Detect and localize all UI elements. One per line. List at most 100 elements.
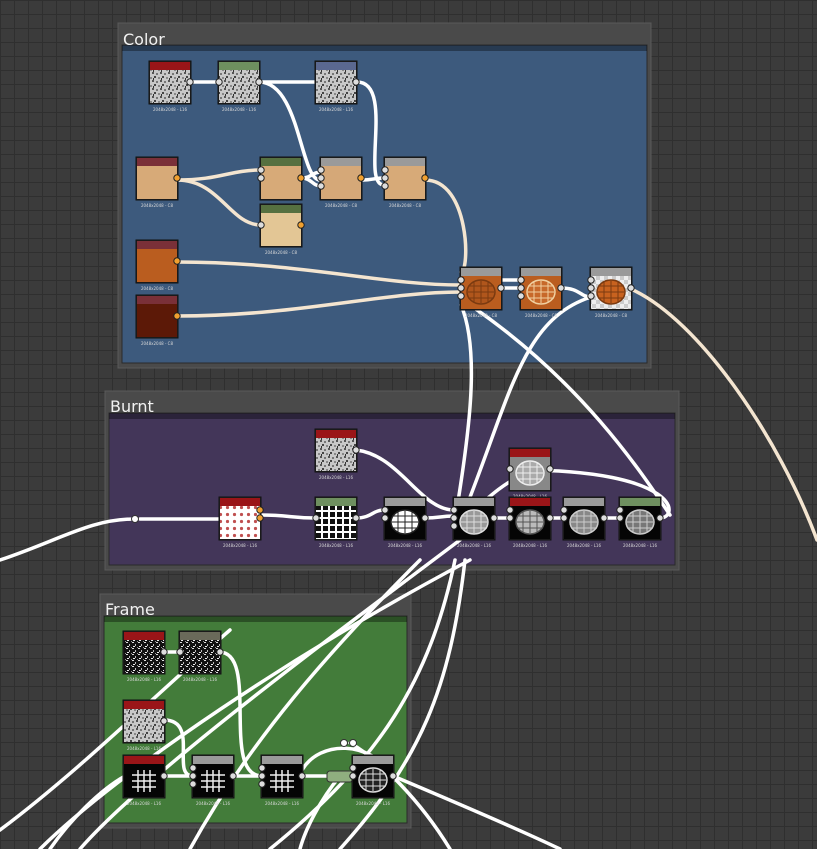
output-port[interactable] <box>421 174 429 182</box>
input-port[interactable] <box>258 772 266 780</box>
output-port[interactable] <box>160 772 168 780</box>
input-port[interactable] <box>457 284 465 292</box>
output-port[interactable] <box>256 514 264 522</box>
node-frame-noise-1[interactable]: 2048x2048 - L16 <box>122 630 168 682</box>
output-port[interactable] <box>297 221 305 229</box>
output-port[interactable] <box>497 284 505 292</box>
output-port[interactable] <box>352 78 360 86</box>
connection-wire[interactable] <box>268 558 457 849</box>
connection-wire[interactable] <box>459 295 593 522</box>
reroute-dot[interactable] <box>340 739 348 747</box>
connection-wire[interactable] <box>298 774 342 849</box>
input-port[interactable] <box>506 514 514 522</box>
input-port[interactable] <box>506 465 514 473</box>
input-port[interactable] <box>381 174 389 182</box>
output-port[interactable] <box>546 514 554 522</box>
input-port[interactable] <box>457 276 465 284</box>
input-port[interactable] <box>587 276 595 284</box>
node-burnt-mask-4[interactable]: 2048x2048 - L16 <box>506 496 554 548</box>
output-port[interactable] <box>421 514 429 522</box>
node-swatch-tan[interactable]: 2048x2048 - C8 <box>135 156 181 208</box>
output-port[interactable] <box>557 284 565 292</box>
node-frame-grid-3[interactable]: 2048x2048 - L16 <box>258 754 306 806</box>
output-port[interactable] <box>160 648 168 656</box>
input-port[interactable] <box>560 514 568 522</box>
input-port[interactable] <box>506 506 514 514</box>
node-blend-tan[interactable]: 2048x2048 - C8 <box>257 156 305 208</box>
connection-wire[interactable] <box>78 538 462 849</box>
connection-wire[interactable] <box>257 80 322 182</box>
frame-color[interactable] <box>117 22 652 369</box>
input-port[interactable] <box>189 772 197 780</box>
frame-title-frame[interactable]: Frame <box>105 600 155 619</box>
connection-wire[interactable] <box>348 741 452 849</box>
connection-wire[interactable] <box>518 468 671 520</box>
connection-wire[interactable] <box>162 718 195 778</box>
input-port[interactable] <box>189 764 197 772</box>
node-noise-3[interactable]: 2048x2048 - L16 <box>314 60 360 112</box>
output-port[interactable] <box>627 284 635 292</box>
input-port[interactable] <box>317 174 325 182</box>
output-port[interactable] <box>160 717 168 725</box>
input-port[interactable] <box>450 514 458 522</box>
input-port[interactable] <box>257 221 265 229</box>
input-port[interactable] <box>517 276 525 284</box>
connection-wire[interactable] <box>175 178 263 227</box>
frame-title-color[interactable]: Color <box>123 30 165 49</box>
passthrough-node[interactable] <box>326 770 354 783</box>
connection-wire[interactable] <box>0 517 137 562</box>
input-port[interactable] <box>381 506 389 514</box>
output-port[interactable] <box>389 772 397 780</box>
connection-wire[interactable] <box>48 774 127 849</box>
frame-title-burnt[interactable]: Burnt <box>110 397 154 416</box>
output-port[interactable] <box>255 78 263 86</box>
input-port[interactable] <box>450 506 458 514</box>
output-port[interactable] <box>600 514 608 522</box>
input-port[interactable] <box>258 764 266 772</box>
input-port[interactable] <box>189 780 197 788</box>
connection-wire[interactable] <box>355 80 386 187</box>
node-waffle-2[interactable]: 2048x2048 - C8 <box>517 266 565 318</box>
output-port[interactable] <box>173 174 181 182</box>
input-port[interactable] <box>257 174 265 182</box>
output-port[interactable] <box>186 78 194 86</box>
input-port[interactable] <box>317 166 325 174</box>
connection-wire[interactable] <box>391 774 562 849</box>
node-frame-final[interactable]: 2048x2048 - L16 <box>349 754 397 806</box>
node-burnt-mask-1[interactable]: 2048x2048 - L16 <box>381 496 429 548</box>
connection-wire[interactable] <box>258 513 318 520</box>
connection-wire[interactable] <box>453 303 474 522</box>
node-noise-1[interactable]: 2048x2048 - L16 <box>148 60 194 112</box>
node-burnt-mask-6[interactable]: 2048x2048 - L16 <box>616 496 664 548</box>
node-grid-pattern[interactable]: 2048x2048 - L16 <box>312 496 360 548</box>
output-port[interactable] <box>490 514 498 522</box>
output-port[interactable] <box>216 648 224 656</box>
node-waffle-final[interactable]: 2048x2048 - C8 <box>587 266 635 318</box>
connection-wire[interactable] <box>175 260 463 287</box>
input-port[interactable] <box>587 284 595 292</box>
output-port[interactable] <box>352 514 360 522</box>
connection-wire[interactable] <box>423 514 456 520</box>
node-burnt-mask-2[interactable]: 2048x2048 - L16 <box>450 496 498 548</box>
reroute-dot[interactable] <box>349 739 357 747</box>
node-blend-light-tan[interactable]: 2048x2048 - C8 <box>257 203 305 255</box>
node-frame-noise-2[interactable]: 2048x2048 - L16 <box>176 630 224 682</box>
connection-wire[interactable] <box>217 650 264 778</box>
node-blend-tan-2[interactable]: 2048x2048 - C8 <box>317 156 365 208</box>
input-port[interactable] <box>349 772 357 780</box>
node-burnt-mask-5[interactable]: 2048x2048 - L16 <box>560 496 608 548</box>
output-port[interactable] <box>546 465 554 473</box>
output-port[interactable] <box>297 174 305 182</box>
output-port[interactable] <box>173 257 181 265</box>
node-blend-tan-3[interactable]: 2048x2048 - C8 <box>381 156 429 208</box>
input-port[interactable] <box>215 78 223 86</box>
connection-wire[interactable] <box>629 287 817 542</box>
connection-wire[interactable] <box>354 448 456 512</box>
input-port[interactable] <box>176 648 184 656</box>
output-port[interactable] <box>352 446 360 454</box>
connection-wire[interactable] <box>175 290 463 318</box>
input-port[interactable] <box>381 166 389 174</box>
connection-wire[interactable] <box>338 558 467 849</box>
input-port[interactable] <box>517 284 525 292</box>
